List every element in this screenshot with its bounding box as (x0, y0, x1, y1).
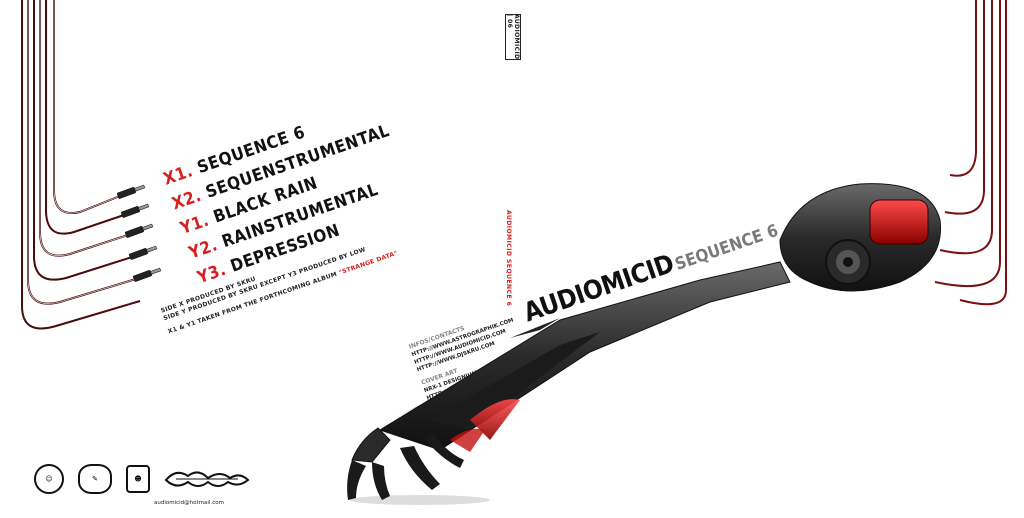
label-logos: ☺ ✎ ☻ (34, 464, 250, 494)
graffiti-logo-icon (164, 471, 250, 487)
label-logo-icon: ☺ (34, 464, 64, 494)
label-logo-icon: ☻ (126, 465, 150, 493)
spine-badge: AUDIOMICID | 06 (505, 14, 521, 60)
contact-email: audiomicid@hotmail.com (154, 500, 224, 506)
label-logo-icon: ✎ (78, 464, 112, 494)
spine-title: AUDIOMICID SEQUENCE 6 (505, 210, 512, 307)
